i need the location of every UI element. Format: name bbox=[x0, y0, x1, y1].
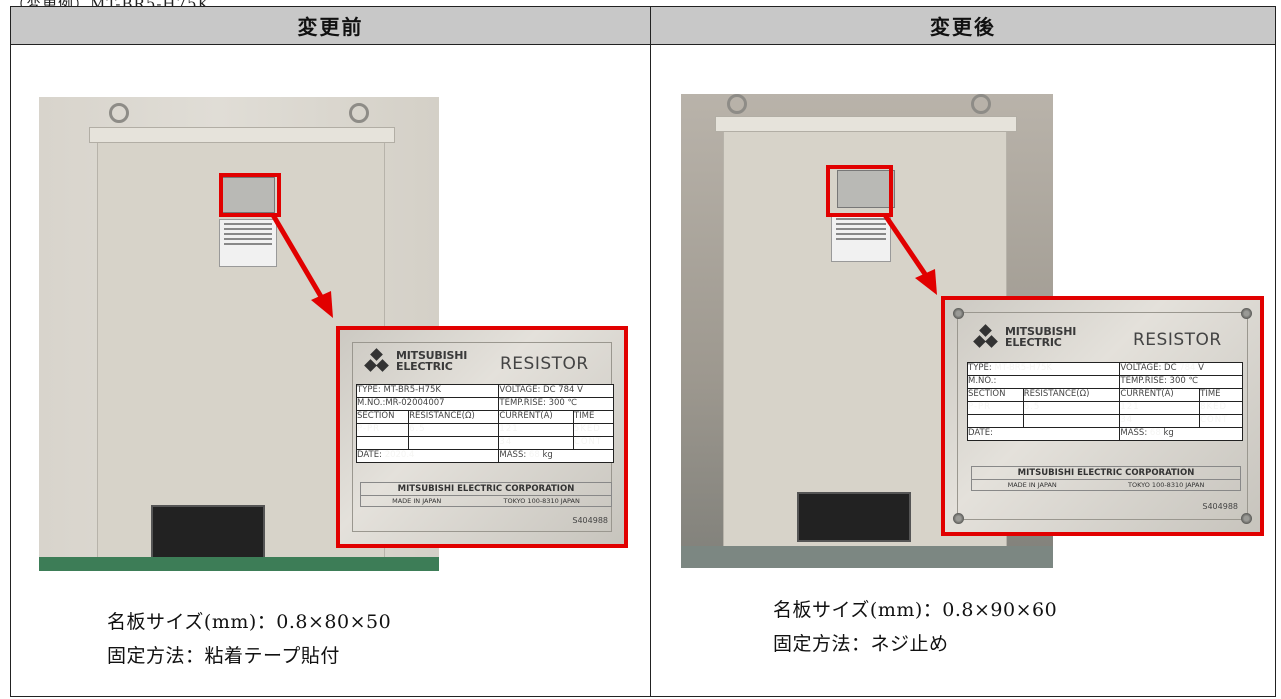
before-cell: MITSUBISHI ELECTRIC RESISTOR TYPE: MT-BR… bbox=[10, 44, 651, 697]
before-size: 名板サイズ(mm)：0.8×80×50 bbox=[107, 611, 392, 633]
nameplate-after: MITSUBISHI ELECTRIC RESISTOR TYPE: MT-BR… bbox=[941, 296, 1264, 536]
plate-corp-block: MITSUBISHI ELECTRIC CORPORATION MADE IN … bbox=[971, 466, 1241, 491]
small-nameplate bbox=[837, 170, 895, 208]
arrow-icon bbox=[270, 213, 333, 318]
vent-opening bbox=[151, 505, 265, 565]
header-before: 変更前 bbox=[10, 6, 651, 45]
lifting-eye-icon bbox=[971, 94, 991, 114]
after-fix-method: 固定方法：ネジ止め bbox=[773, 633, 949, 655]
comparison-table: 変更前 変更後 bbox=[10, 6, 1276, 697]
after-size: 名板サイズ(mm)：0.8×90×60 bbox=[773, 599, 1058, 621]
mitsubishi-logo-icon bbox=[364, 348, 390, 372]
plate-spec-table: TYPE: MT-BR5-H75K VOLTAGE: DC 784 V M.NO… bbox=[355, 384, 615, 463]
after-cell: MITSUBISHI ELECTRIC RESISTOR TYPE: MT-BR… bbox=[650, 44, 1276, 697]
lifting-eye-icon bbox=[349, 103, 369, 123]
lifting-eye-icon bbox=[727, 94, 747, 114]
before-fix-method: 固定方法：粘着テープ貼付 bbox=[107, 645, 340, 667]
plate-spec-table: TYPE: MT-BR5-H75K VOLTAGE: DC 784 V M.NO… bbox=[966, 362, 1243, 441]
screw-icon bbox=[1241, 308, 1252, 319]
screw-icon bbox=[953, 308, 964, 319]
nameplate-before: MITSUBISHI ELECTRIC RESISTOR TYPE: MT-BR… bbox=[336, 326, 628, 548]
cabinet-lid bbox=[89, 127, 395, 143]
plate-title: RESISTOR bbox=[1133, 330, 1222, 350]
arrow-icon bbox=[882, 213, 937, 295]
danger-label bbox=[219, 219, 277, 267]
plate-title: RESISTOR bbox=[500, 354, 589, 374]
pallet bbox=[39, 557, 439, 571]
pallet bbox=[681, 546, 1053, 568]
after-notes: 名板サイズ(mm)：0.8×90×60 固定方法：ネジ止め bbox=[773, 593, 1057, 661]
cabinet-lid bbox=[715, 116, 1017, 132]
plate-corp-block: MITSUBISHI ELECTRIC CORPORATION MADE IN … bbox=[360, 482, 612, 507]
screw-icon bbox=[1241, 513, 1252, 524]
highlight-box bbox=[219, 173, 281, 217]
mitsubishi-logo-icon bbox=[973, 324, 999, 348]
lifting-eye-icon bbox=[109, 103, 129, 123]
before-notes: 名板サイズ(mm)：0.8×80×50 固定方法：粘着テープ貼付 bbox=[107, 605, 391, 673]
header-after: 変更後 bbox=[650, 6, 1276, 45]
vent-opening bbox=[797, 492, 911, 542]
plate-serial: S404988 bbox=[1202, 502, 1238, 511]
screw-icon bbox=[953, 513, 964, 524]
danger-label bbox=[831, 214, 891, 262]
plate-serial: S404988 bbox=[572, 516, 608, 525]
small-nameplate bbox=[221, 177, 275, 213]
highlight-box bbox=[826, 165, 893, 217]
